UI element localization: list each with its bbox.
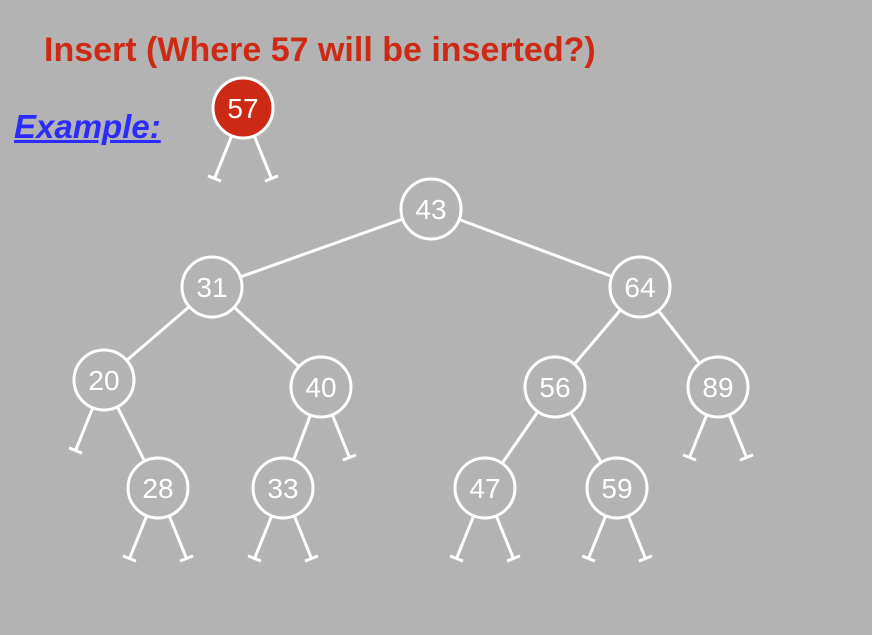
node-label: 40 <box>305 372 336 403</box>
example-label: Example: <box>14 108 161 145</box>
node-circle <box>523 355 587 419</box>
null-link-right-57 <box>252 135 279 183</box>
node-circle <box>289 355 353 419</box>
slide-title: Insert (Where 57 will be inserted?) <box>44 31 596 69</box>
node-circle <box>686 355 750 419</box>
null-link-left-47 <box>449 515 476 563</box>
node-label: 47 <box>469 473 500 504</box>
edge-43-64 <box>458 218 613 278</box>
node-59: 59 <box>585 456 649 520</box>
node-56: 56 <box>523 355 587 419</box>
node-33: 33 <box>251 456 315 520</box>
node-circle <box>251 456 315 520</box>
edge-64-89 <box>657 309 701 365</box>
node-label: 56 <box>539 372 570 403</box>
null-link-right-28 <box>167 515 194 563</box>
null-link-right-59 <box>626 515 653 563</box>
node-43: 43 <box>399 177 463 241</box>
node-64: 64 <box>608 255 672 319</box>
node-57: 57 <box>211 76 275 140</box>
null-link-left-28 <box>122 515 149 563</box>
null-link-right-47 <box>494 515 521 563</box>
node-31: 31 <box>180 255 244 319</box>
null-link-left-33 <box>247 515 274 563</box>
edge-64-56 <box>573 308 622 366</box>
node-circle <box>180 255 244 319</box>
edge-20-28 <box>116 406 146 462</box>
node-circle <box>126 456 190 520</box>
node-label: 59 <box>601 473 632 504</box>
node-label: 33 <box>267 473 298 504</box>
edge-56-47 <box>500 410 540 465</box>
node-circle <box>585 456 649 520</box>
node-40: 40 <box>289 355 353 419</box>
node-label: 28 <box>142 473 173 504</box>
node-47: 47 <box>453 456 517 520</box>
node-89: 89 <box>686 355 750 419</box>
null-link-right-33 <box>292 515 319 563</box>
node-label: 43 <box>415 194 446 225</box>
null-link-left-20 <box>68 407 95 455</box>
node-circle <box>453 456 517 520</box>
null-link-right-89 <box>727 414 754 462</box>
edge-31-40 <box>233 306 300 368</box>
node-label: 64 <box>624 272 655 303</box>
node-20: 20 <box>72 348 136 412</box>
node-circle <box>608 255 672 319</box>
edge-31-20 <box>125 305 191 362</box>
null-link-left-57 <box>207 135 234 183</box>
edge-40-33 <box>292 414 312 461</box>
node-label: 20 <box>88 365 119 396</box>
node-label: 31 <box>196 272 227 303</box>
node-28: 28 <box>126 456 190 520</box>
node-label: 89 <box>702 372 733 403</box>
node-circle <box>399 177 463 241</box>
node-label: 57 <box>227 93 258 124</box>
null-link-left-59 <box>581 515 608 563</box>
null-link-left-89 <box>682 414 709 462</box>
null-link-right-40 <box>330 414 357 462</box>
edge-56-59 <box>569 411 603 464</box>
node-circle <box>72 348 136 412</box>
edge-43-31 <box>239 217 404 279</box>
node-circle <box>211 76 275 140</box>
